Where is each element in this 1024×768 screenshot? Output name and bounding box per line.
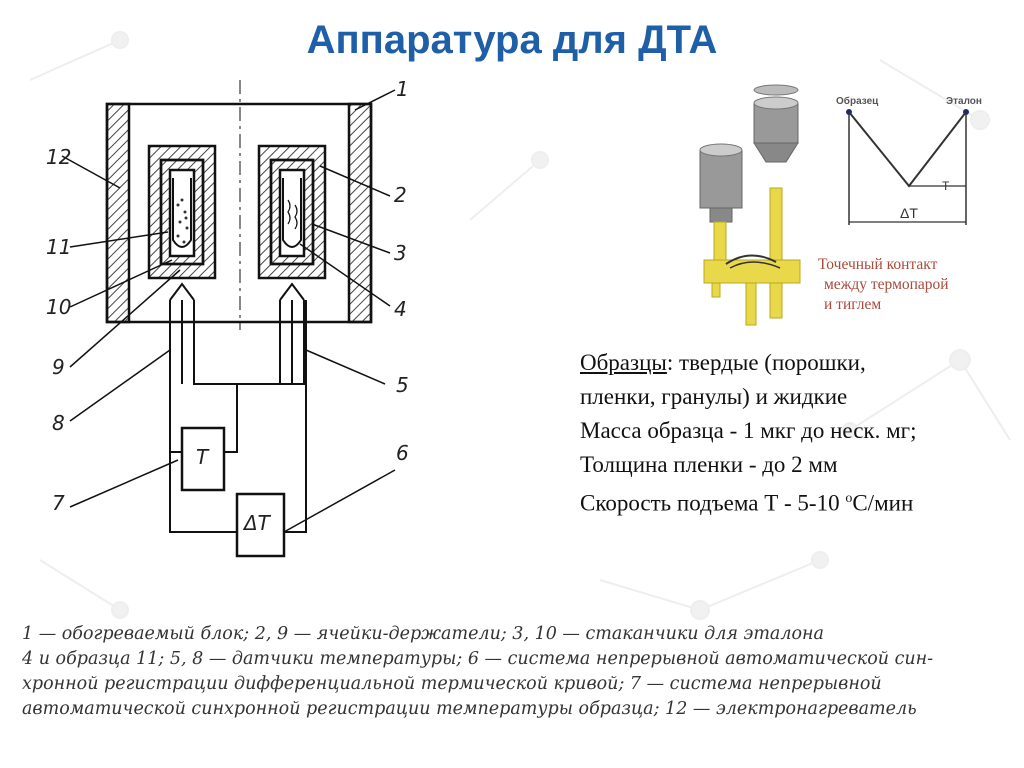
differential-curve-schematic: Образец Эталон T ΔT [836, 95, 982, 225]
reference-label: Эталон [946, 96, 982, 107]
legend-line-3: хронной регистрации дифференциальной тер… [22, 674, 882, 694]
legend-line-1: 1 — обогреваемый блок; 2, 9 — ячейки-дер… [22, 624, 824, 644]
recorder-T [180, 426, 226, 492]
recorder-T-label: T [196, 445, 210, 469]
samples-key: Образцы [580, 350, 667, 375]
note-line-1: Точечный контакт [818, 256, 938, 273]
legend-line-2: 4 и образца 11; 5, 8 — датчики температу… [22, 649, 934, 669]
point-contact-note: Точечный контакт между термопарой и тигл… [818, 255, 949, 315]
samples-line-2: пленки, гранулы) и жидкие [580, 384, 848, 409]
label-12: 12 [46, 145, 71, 169]
recorder-dT-label: ΔT [242, 511, 272, 535]
samples-line-1: Образцы: твердые (порошки, [580, 346, 916, 380]
note-line-3: и тиглем [824, 296, 882, 313]
crucible-holder-illustration [699, 84, 801, 326]
thickness-line: Толщина пленки - до 2 мм [580, 452, 838, 477]
label-2: 2 [394, 183, 407, 207]
legend-line-4: автоматической синхронной регистрации те… [22, 699, 917, 719]
rate-unit: С/мин [852, 490, 914, 516]
dta-schematic: T ΔT 1 2 3 4 5 6 7 8 9 10 11 12 [46, 77, 409, 558]
label-4: 4 [394, 297, 407, 321]
label-5: 5 [396, 373, 409, 397]
label-11: 11 [46, 235, 71, 259]
label-10: 10 [46, 295, 71, 319]
recorder-dT [235, 492, 286, 558]
label-3: 3 [394, 241, 407, 265]
samples-value: : твердые (порошки, [666, 350, 866, 375]
rate-prefix: Скорость подъема Т - 5-10 [580, 490, 846, 516]
leader-lines [61, 89, 396, 533]
label-1: 1 [396, 77, 409, 101]
note-line-2: между термопарой [824, 276, 949, 293]
mass-line: Масса образца - 1 мкг до неск. мг; [580, 418, 917, 443]
t-label: T [942, 179, 950, 193]
reference-cell [257, 144, 327, 280]
page-title: Аппаратура для ДТА [306, 18, 718, 62]
sample-cell [147, 144, 217, 280]
label-8: 8 [52, 411, 65, 435]
dt-label: ΔT [900, 205, 918, 221]
thermocouple-wiring [169, 282, 307, 533]
rate-line: Скорость подъема Т - 5-10 оС/мин [580, 482, 916, 521]
label-7: 7 [52, 491, 65, 515]
figure-legend: 1 — обогреваемый блок; 2, 9 — ячейки-дер… [22, 622, 1002, 722]
rate-degree: о [845, 491, 853, 506]
sample-properties: Образцы: твердые (порошки, пленки, грану… [580, 346, 916, 521]
label-6: 6 [396, 441, 409, 465]
label-9: 9 [52, 355, 65, 379]
sample-label: Образец [836, 95, 879, 107]
heated-block [105, 102, 373, 324]
